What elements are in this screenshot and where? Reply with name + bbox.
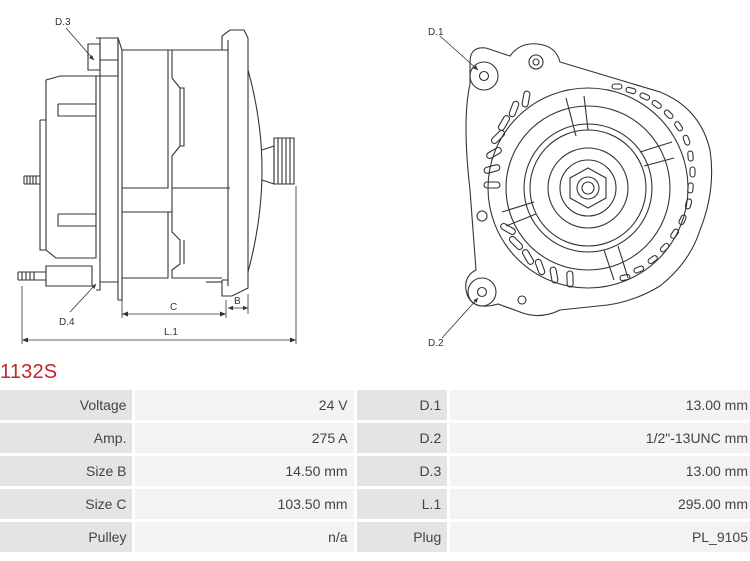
spec-row: Amp. 275 A D.2 1/2"-13UNC mm xyxy=(0,423,750,453)
spec-table: Voltage 24 V D.1 13.00 mm Amp. 275 A D.2… xyxy=(0,390,750,555)
label-l1: L.1 xyxy=(164,327,178,338)
spec-label: Size B xyxy=(0,456,133,486)
spec-value: n/a xyxy=(135,522,354,552)
spec-value: 24 V xyxy=(135,390,354,420)
spec-value: 295.00 mm xyxy=(450,489,750,519)
spec-label: Amp. xyxy=(0,423,133,453)
spec-label: L.1 xyxy=(356,489,448,519)
spec-row: Voltage 24 V D.1 13.00 mm xyxy=(0,390,750,420)
side-view-drawing xyxy=(17,27,297,344)
spec-label: Plug xyxy=(356,522,448,552)
spec-row: Size C 103.50 mm L.1 295.00 mm xyxy=(0,489,750,519)
spec-value: 13.00 mm xyxy=(450,390,750,420)
spec-label: Size C xyxy=(0,489,133,519)
spec-label: D.1 xyxy=(356,390,448,420)
spec-value: 275 A xyxy=(135,423,354,453)
spec-row: Pulley n/a Plug PL_9105 xyxy=(0,522,750,552)
label-d2: D.2 xyxy=(428,338,444,349)
spec-label: Pulley xyxy=(0,522,133,552)
label-b: B xyxy=(234,296,241,307)
spec-label: D.3 xyxy=(356,456,448,486)
front-view-drawing xyxy=(439,35,713,339)
spec-value: 14.50 mm xyxy=(135,456,354,486)
alternator-technical-drawing: D.3 D.4 C B L.1 xyxy=(17,17,713,349)
spec-value: PL_9105 xyxy=(450,522,750,552)
part-number-title: 1132S xyxy=(0,361,58,383)
label-d4: D.4 xyxy=(59,317,75,328)
spec-value: 1/2"-13UNC mm xyxy=(450,423,750,453)
spec-value: 13.00 mm xyxy=(450,456,750,486)
spec-row: Size B 14.50 mm D.3 13.00 mm xyxy=(0,456,750,486)
label-d3: D.3 xyxy=(55,17,71,28)
spec-label: D.2 xyxy=(356,423,448,453)
spec-value: 103.50 mm xyxy=(135,489,354,519)
label-c: C xyxy=(170,302,177,313)
vent-slots xyxy=(483,83,696,288)
spec-label: Voltage xyxy=(0,390,133,420)
label-d1: D.1 xyxy=(428,27,444,38)
